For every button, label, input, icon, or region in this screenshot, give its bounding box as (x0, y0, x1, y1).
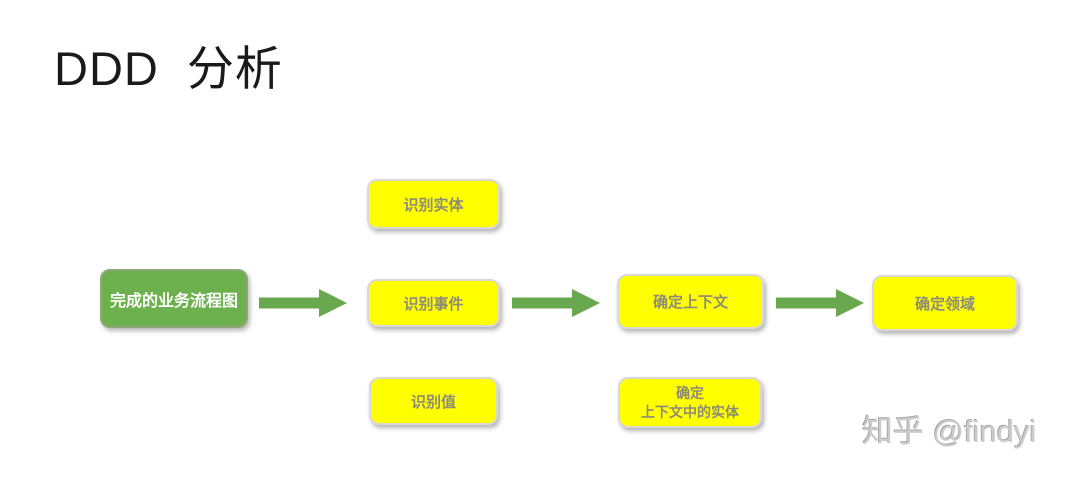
flow-arrow-icon (259, 289, 347, 317)
node-define-context-entities: 确定 上下文中的实体 (618, 377, 762, 428)
flow-arrow-icon (776, 289, 864, 317)
arrow-shape (512, 289, 600, 317)
page-title: DDD 分析 (54, 42, 283, 95)
node-define-context: 确定上下文 (617, 274, 764, 329)
node-identify-value: 识别值 (369, 377, 498, 425)
watermark: 知乎 @findyi (862, 414, 1037, 449)
node-completed-business-process: 完成的业务流程图 (100, 269, 248, 328)
arrow-shape (259, 289, 347, 317)
node-label: 识别事件 (403, 295, 464, 313)
node-label: 识别实体 (403, 196, 464, 214)
node-identify-entity: 识别实体 (367, 179, 500, 229)
node-label: 确定上下文 (652, 294, 728, 311)
node-label: 确定 上下文中的实体 (641, 384, 739, 420)
node-label: 识别值 (410, 393, 456, 411)
node-label: 确定领域 (914, 295, 975, 313)
arrow-shape (776, 289, 864, 317)
node-identify-event: 识别事件 (367, 279, 500, 327)
node-define-domain: 确定领域 (872, 275, 1018, 331)
flow-arrow-icon (512, 289, 600, 317)
node-label: 完成的业务流程图 (109, 292, 238, 310)
